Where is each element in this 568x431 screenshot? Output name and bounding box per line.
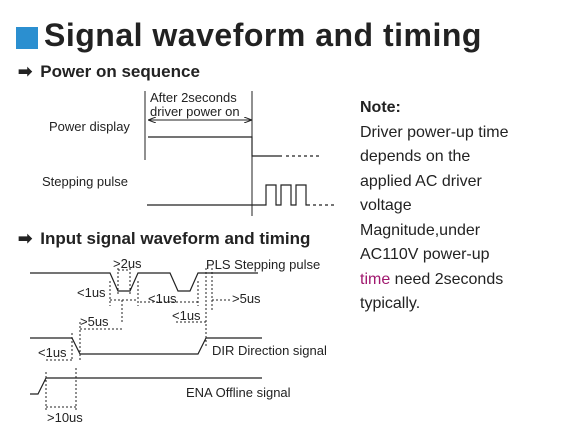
dir-setup-time-label: >5us — [80, 314, 109, 329]
note-block: Note: Driver power-up time depends on th… — [360, 96, 560, 317]
note-line: Magnitude,under — [360, 221, 481, 239]
note-highlight-word: time — [360, 270, 391, 288]
arrow-right-icon: ➡ — [18, 62, 33, 81]
page-title: Signal waveform and timing — [44, 17, 482, 53]
arrow-right-icon: ➡ — [18, 229, 33, 248]
timing-guides — [45, 268, 213, 410]
input-timing-diagram: >2us <1us <1us >5us >5us <1us <1us >10us… — [30, 256, 327, 425]
power-on-diagram: After 2seconds driver power on Power dis… — [42, 90, 336, 216]
power-display-wave — [148, 136, 282, 157]
note-line: time need 2seconds — [360, 268, 560, 293]
dir-signal-label: DIR Direction signal — [212, 343, 327, 358]
pls-min-pulse-width-label: >2us — [113, 256, 142, 271]
pls-wave — [30, 272, 258, 292]
note-line: AC110V power-up — [360, 246, 490, 263]
after-label-line2: driver power on — [150, 104, 240, 119]
after-label-line1: After 2seconds — [150, 90, 237, 105]
section-heading-input-timing: ➡ Input signal waveform and timing — [18, 229, 310, 249]
stepping-pulse-wave — [147, 184, 310, 206]
ena-setup-time-label: >10us — [47, 410, 83, 425]
ena-signal-label: ENA Offline signal — [186, 385, 291, 400]
pls-min-low-time-label: >5us — [232, 291, 261, 306]
timing-spans — [46, 269, 232, 408]
note-heading: Note: — [360, 99, 401, 116]
note-line: typically. — [360, 295, 421, 312]
section-heading-input-timing-label: Input signal waveform and timing — [40, 229, 311, 248]
note-line: applied AC driver — [360, 172, 482, 190]
ena-wave — [30, 377, 262, 395]
pls-rise-time-label: <1us — [77, 285, 106, 300]
note-line: depends on the — [360, 148, 471, 165]
stepping-pulse-label: Stepping pulse — [42, 174, 128, 189]
power-display-label: Power display — [49, 119, 130, 134]
pls-signal-label: PLS Stepping pulse — [206, 257, 320, 272]
dir-transition-time-label: <1us — [38, 345, 67, 360]
section-heading-power-on: ➡ Power on sequence — [18, 62, 200, 82]
note-line: voltage — [360, 197, 412, 214]
pls-fall-time-label: <1us — [148, 291, 177, 306]
note-line: Driver power-up time — [360, 123, 509, 141]
dir-hold-time-label: <1us — [172, 308, 201, 323]
title-square-icon — [16, 27, 38, 49]
section-heading-power-on-label: Power on sequence — [40, 62, 200, 81]
dir-wave — [30, 337, 262, 355]
note-line-rest: need 2seconds — [390, 270, 504, 288]
